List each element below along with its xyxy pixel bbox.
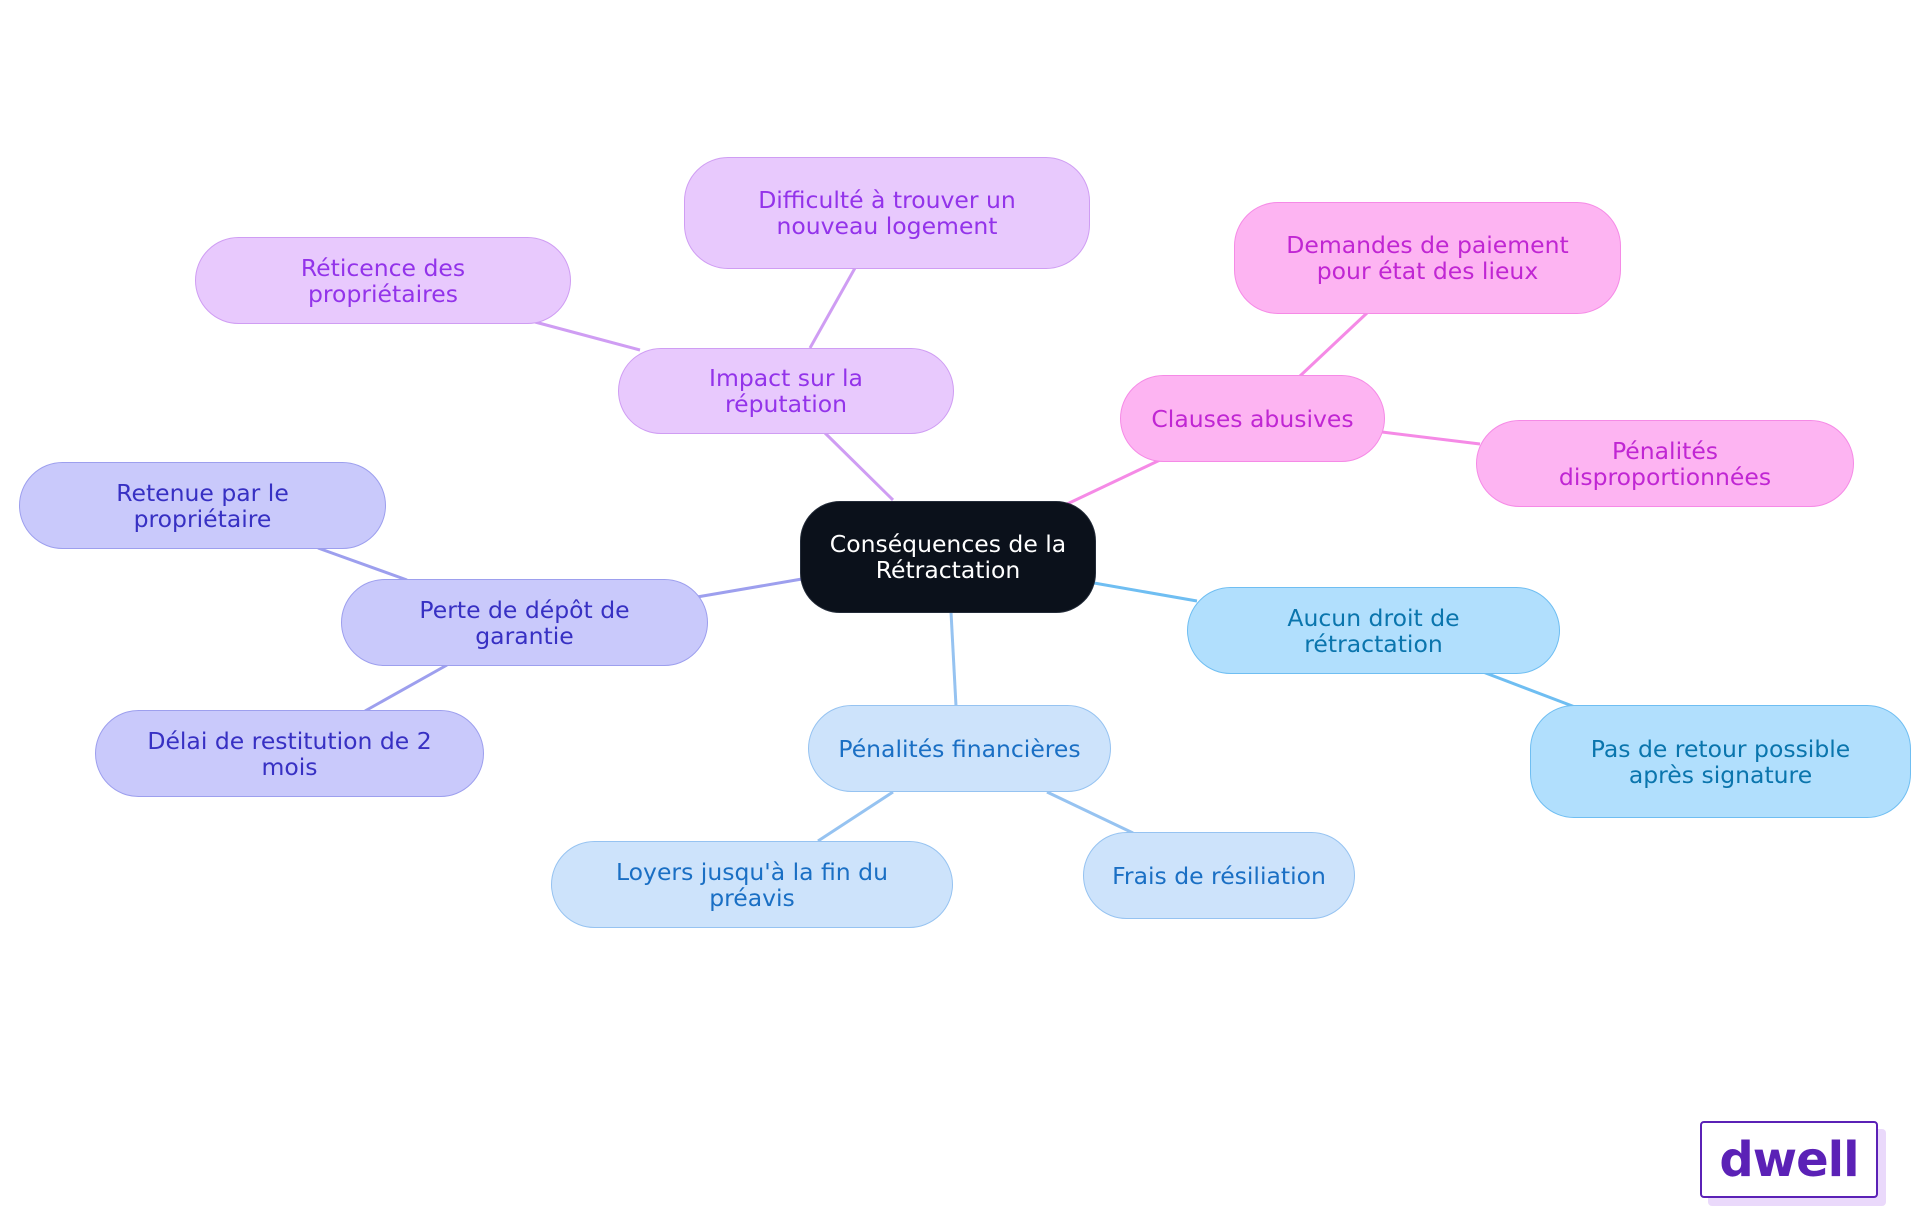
leaf-node-label: Délai de restitution de 2 mois [147,726,432,781]
edge-reputation-difficulte [808,267,857,349]
edge-aucun-retour [1482,670,1576,709]
leaf-node-label: Réticence des propriétaires [300,253,466,308]
root-node-label: Conséquences de la Rétractation [829,530,1067,584]
leaf-node-label: Pénalités disproportionnées [1558,436,1772,491]
branch-node-financieres: Pénalités financières [808,705,1111,792]
branch-node-label: Impact sur la réputation [709,364,863,418]
leaf-node-retour: Pas de retour possible après signature [1530,705,1911,818]
edge-root-reputation [823,431,895,502]
edge-clauses-demandes [1298,311,1369,378]
logo-box: dwell [1700,1121,1878,1198]
branch-node-label: Perte de dépôt de garantie [419,595,630,650]
leaf-node-loyers: Loyers jusqu'à la fin du préavis [551,841,953,928]
leaf-node-frais: Frais de résiliation [1083,832,1355,919]
branch-node-label: Pénalités financières [838,734,1081,763]
logo-text: dwell [1719,1131,1859,1188]
edge-root-financieres [949,611,958,707]
branch-node-label: Aucun droit de rétractation [1287,603,1460,658]
dwell-logo: dwell [1700,1121,1886,1206]
leaf-node-label: Retenue par le propriétaire [116,478,289,533]
edge-depot-delai [364,663,448,713]
edge-root-clauses [1064,458,1161,507]
leaf-node-label: Frais de résiliation [1112,861,1326,890]
edge-reputation-reticence [534,320,641,352]
leaf-node-penalites-disproportionnees: Pénalités disproportionnées [1476,420,1854,507]
leaf-node-label: Pas de retour possible après signature [1590,734,1851,789]
edge-clauses-penalites [1381,430,1481,446]
edge-depot-retenue [317,546,408,582]
branch-node-clauses: Clauses abusives [1120,375,1385,462]
edge-financieres-frais [1046,790,1134,835]
leaf-node-label: Demandes de paiement pour état des lieux [1286,231,1569,285]
edge-root-aucun [1093,581,1198,603]
branch-node-reputation: Impact sur la réputation [618,348,954,434]
edge-root-depot [696,577,803,599]
edge-financieres-loyers [817,790,894,843]
leaf-node-demandes: Demandes de paiement pour état des lieux [1234,202,1621,314]
branch-node-label: Clauses abusives [1151,404,1354,433]
root-node: Conséquences de la Rétractation [800,501,1096,613]
leaf-node-reticence: Réticence des propriétaires [195,237,571,324]
leaf-node-difficulte: Difficulté à trouver un nouveau logement [684,157,1090,269]
branch-node-aucun: Aucun droit de rétractation [1187,587,1560,674]
branch-node-depot: Perte de dépôt de garantie [341,579,708,666]
leaf-node-delai: Délai de restitution de 2 mois [95,710,484,797]
leaf-node-label: Loyers jusqu'à la fin du préavis [616,857,888,912]
leaf-node-label: Difficulté à trouver un nouveau logement [758,186,1016,240]
leaf-node-retenue: Retenue par le propriétaire [19,462,386,549]
